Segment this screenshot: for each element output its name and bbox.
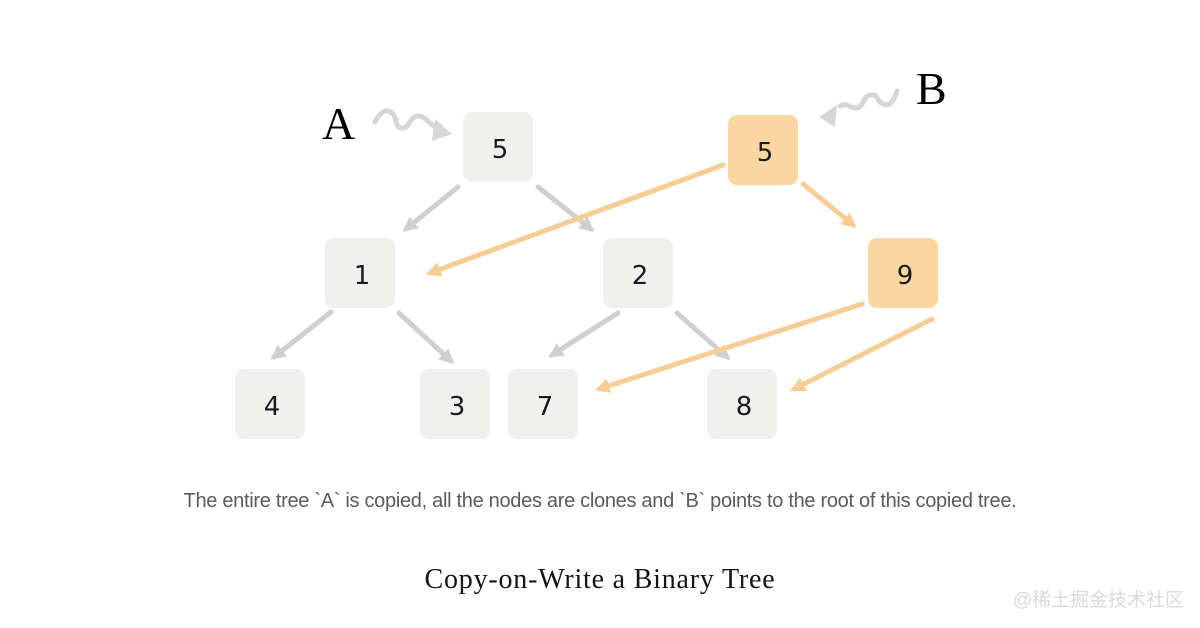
pointer-squiggle-b-icon [819,88,900,127]
pointer-squiggle-a-icon [372,108,452,141]
tree-node-original-5: 5 [463,112,533,182]
tree-node-original-4: 4 [235,369,305,439]
edge-copy-5-to-original-1 [425,162,726,277]
tree-b-label: B [916,63,947,114]
tree-node-original-7: 7 [508,369,578,439]
tree-node-copy-9: 9 [868,238,938,308]
tree-node-original-8: 8 [707,369,777,439]
diagram-title: Copy-on-Write a Binary Tree [424,564,776,595]
tree-node-value: 5 [491,135,509,165]
tree-node-value: 4 [263,392,281,422]
watermark: @稀土掘金技术社区 [1012,590,1184,611]
edge-copy-5-to-copy-9 [800,181,857,228]
tree-a-label: A [322,98,356,149]
edge-original-1-to-original-3 [396,310,455,365]
tree-node-value: 9 [896,261,914,291]
tree-node-original-1: 1 [325,238,395,308]
tree-node-value: 7 [536,392,554,422]
edge-original-5-to-original-1 [402,184,461,232]
tree-node-original-3: 3 [420,369,490,439]
tree-node-value: 8 [735,392,753,422]
tree-node-value: 1 [353,261,371,291]
tree-node-copy-5: 5 [728,115,798,185]
diagram-caption: The entire tree `A` is copied, all the n… [183,490,1017,512]
tree-edges [270,162,935,393]
edge-copy-9-to-original-7 [594,301,865,393]
edge-copy-9-to-original-8 [789,316,935,392]
edge-original-1-to-original-4 [270,309,334,360]
tree-node-value: 3 [448,392,466,422]
edge-original-2-to-original-7 [548,310,621,358]
tree-node-value: 2 [631,261,649,291]
tree-node-original-2: 2 [603,238,673,308]
edge-original-5-to-original-2 [535,184,595,232]
tree-node-value: 5 [756,138,774,168]
